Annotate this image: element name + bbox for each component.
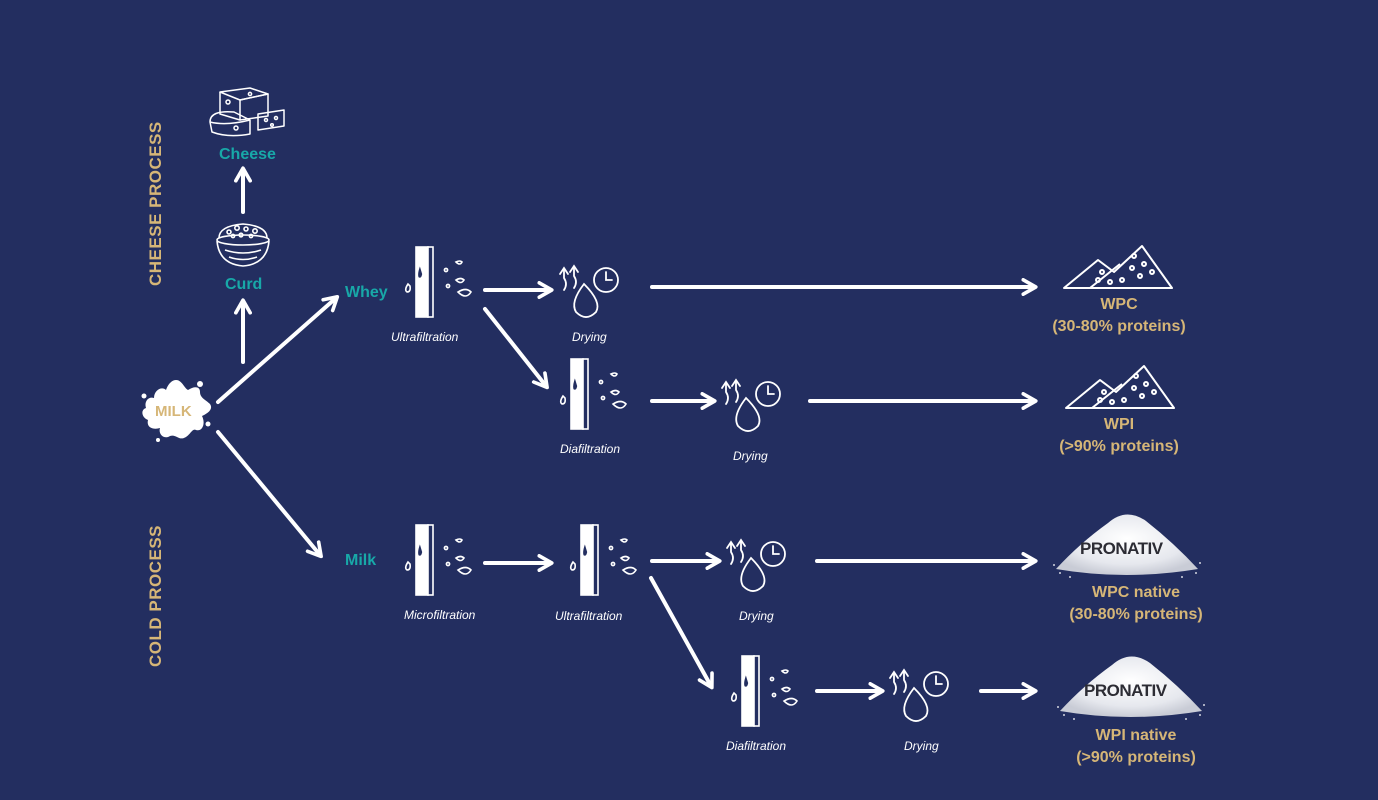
step-diafiltration-label: Diafiltration xyxy=(560,442,621,456)
cold-milk-label: Milk xyxy=(345,552,377,569)
arrow-milk-to-whey xyxy=(216,295,340,404)
powder-pile-icon xyxy=(1065,365,1175,409)
step-drying-label: Drying xyxy=(572,330,607,344)
arrow-milk-to-cold-milk xyxy=(216,430,323,559)
step-ultrafiltration-label: Ultrafiltration xyxy=(391,330,459,344)
product-wpc: WPC (30-80% proteins) xyxy=(1040,294,1198,338)
product-wpi-native: WPI native (>90% proteins) xyxy=(1052,725,1220,769)
brand-logo: PRONATIV xyxy=(1084,681,1167,700)
cold-process-label: COLD PROCESS xyxy=(146,524,165,667)
powder-heap-graphic xyxy=(1057,656,1205,720)
product-wpi-native-name: WPI native xyxy=(1095,727,1177,744)
arrow-uf-to-df xyxy=(483,307,549,390)
step-drying-label: Drying xyxy=(733,449,768,463)
drying-icon xyxy=(726,538,786,592)
filter-membrane-icon xyxy=(404,524,473,596)
product-wpc-detail: (30-80% proteins) xyxy=(1052,318,1186,335)
step-drying-label: Drying xyxy=(904,739,939,753)
product-wpc-name: WPC xyxy=(1100,296,1138,313)
cheese-label: Cheese xyxy=(219,146,276,163)
step-diafiltration-label: Diafiltration xyxy=(726,739,787,753)
pronativ-powder-icon: PRONATIV xyxy=(1054,645,1206,721)
product-wpi-native-detail: (>90% proteins) xyxy=(1076,749,1196,766)
product-wpc-native-detail: (30-80% proteins) xyxy=(1069,606,1203,623)
curd-bowl-icon xyxy=(216,223,270,267)
product-wpi-detail: (>90% proteins) xyxy=(1059,438,1179,455)
step-microfiltration-label: Microfiltration xyxy=(404,608,476,622)
cheese-icon xyxy=(209,87,285,137)
milk-source-label: MILK xyxy=(155,403,192,420)
powder-heap-graphic xyxy=(1053,514,1201,578)
step-ultrafiltration-label: Ultrafiltration xyxy=(555,609,623,623)
filter-membrane-icon xyxy=(559,358,628,430)
filter-membrane-icon xyxy=(569,524,638,596)
curd-label: Curd xyxy=(225,276,263,293)
brand-logo: PRONATIV xyxy=(1080,539,1163,558)
filter-membrane-icon xyxy=(404,246,473,318)
filter-membrane-icon xyxy=(730,655,799,727)
cheese-process-label: CHEESE PROCESS xyxy=(146,121,165,286)
drying-icon xyxy=(889,668,949,722)
powder-pile-icon xyxy=(1063,245,1173,289)
product-wpc-native: WPC native (30-80% proteins) xyxy=(1052,582,1220,626)
step-drying-label: Drying xyxy=(739,609,774,623)
arrow-uf2-to-df xyxy=(649,576,714,690)
product-wpi-name: WPI xyxy=(1103,416,1135,433)
whey-label: Whey xyxy=(345,284,388,301)
product-wpi: WPI (>90% proteins) xyxy=(1040,414,1198,458)
drying-icon xyxy=(721,378,781,432)
product-wpc-native-name: WPC native xyxy=(1091,584,1180,601)
milk-splash-icon xyxy=(141,380,212,442)
pronativ-powder-icon: PRONATIV xyxy=(1050,503,1202,579)
drying-icon xyxy=(559,264,619,318)
